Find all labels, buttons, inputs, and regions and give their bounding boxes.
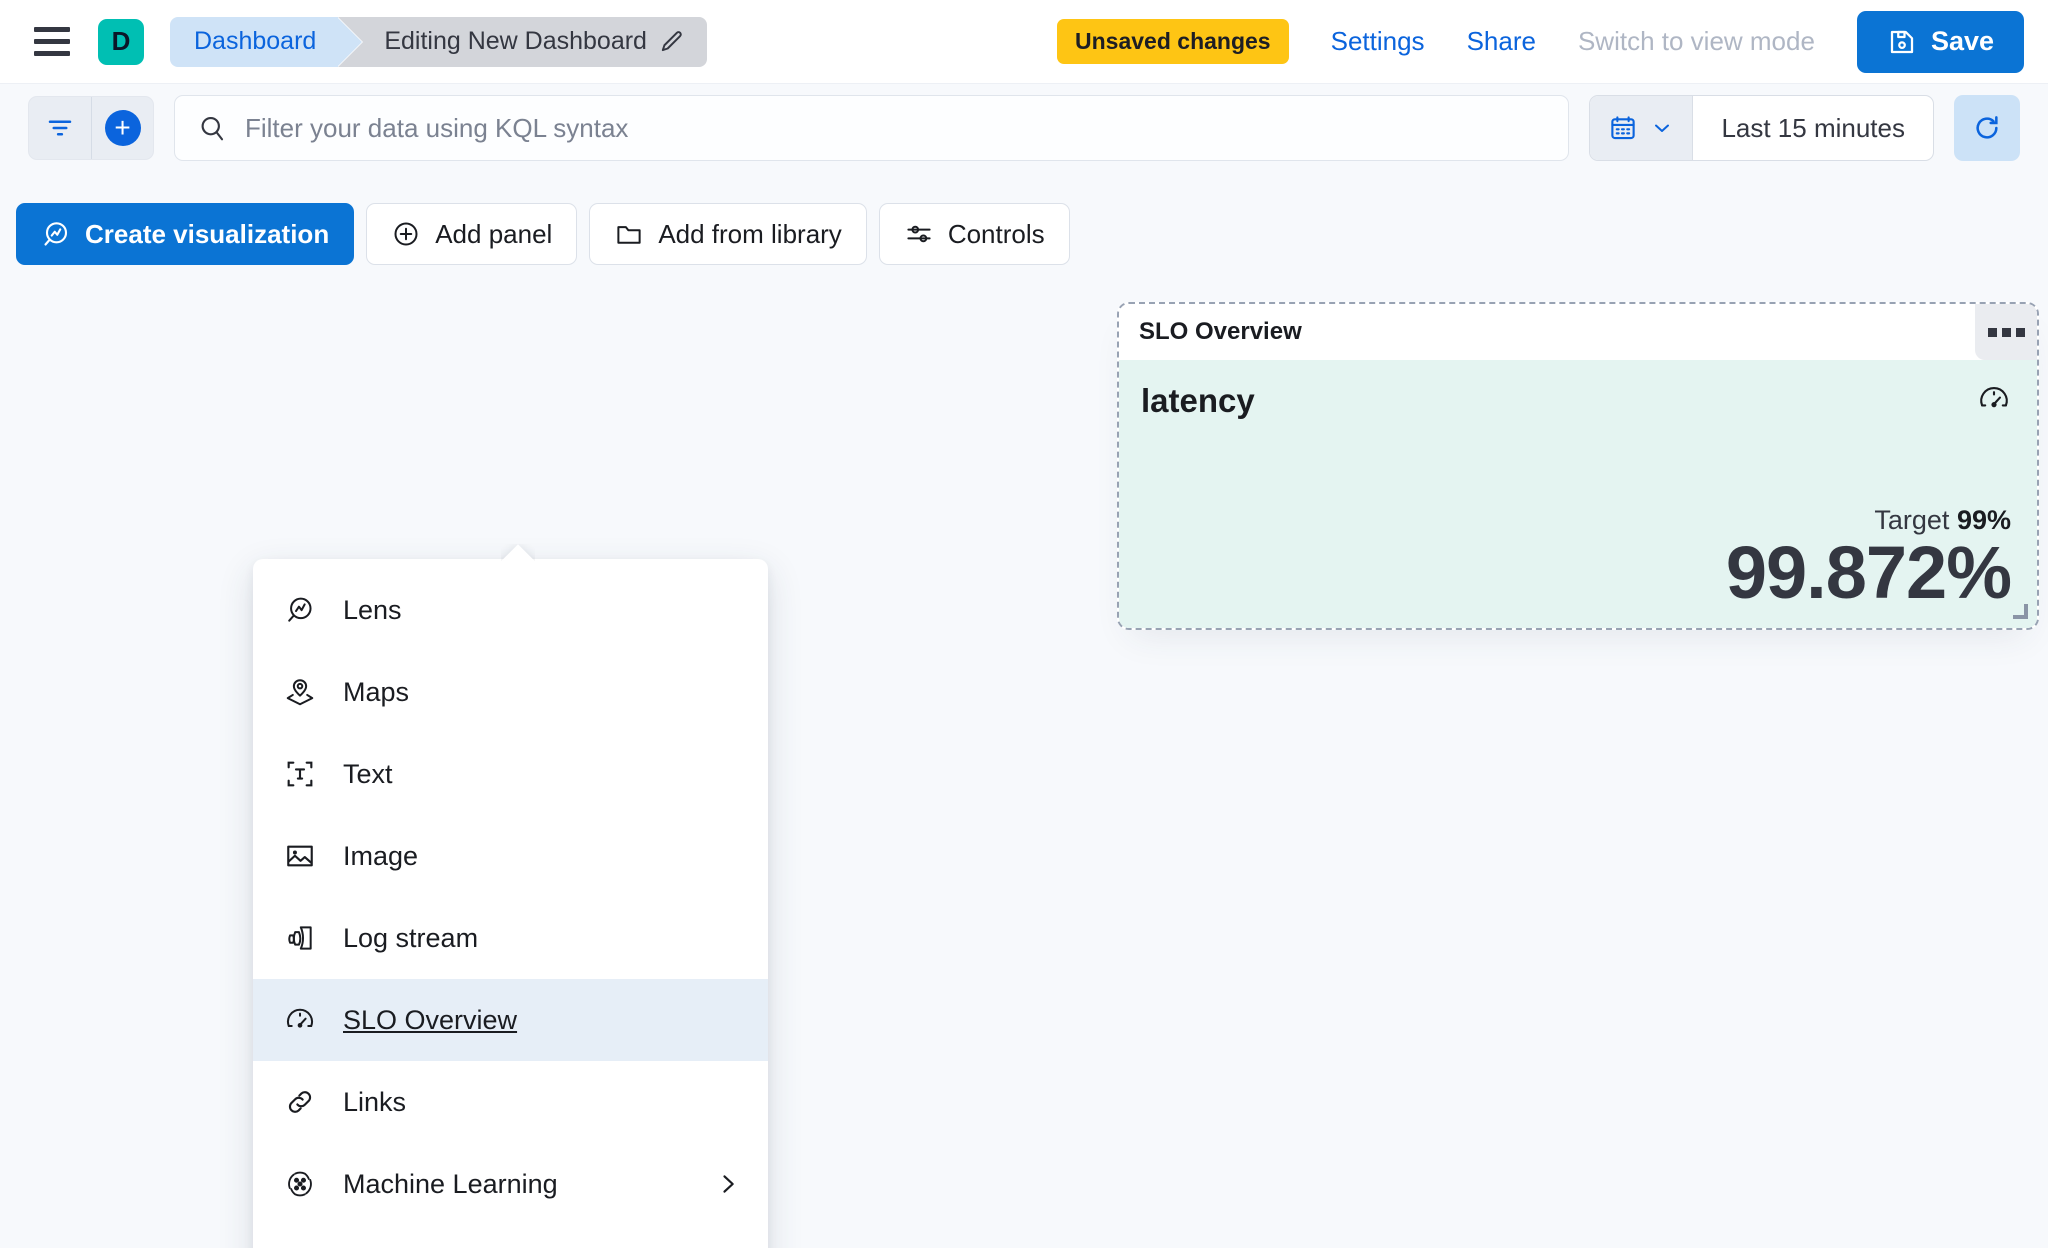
menu-item-machine-learning[interactable]: Machine Learning (253, 1143, 768, 1225)
menu-item-custom-visualization[interactable]: Custom visualization (253, 1225, 768, 1248)
avatar-letter: D (111, 26, 131, 56)
pencil-icon[interactable] (659, 29, 685, 55)
hamburger-menu-icon[interactable] (28, 18, 76, 66)
folder-icon (614, 219, 644, 249)
calendar-icon (1608, 113, 1638, 143)
breadcrumb-current-label: Editing New Dashboard (384, 27, 647, 55)
filter-button-group: + (28, 96, 154, 160)
add-filter-button[interactable]: + (91, 97, 153, 159)
create-visualization-button[interactable]: Create visualization (16, 203, 355, 265)
menu-item-label: Maps (343, 676, 410, 707)
menu-item-text[interactable]: Text (253, 733, 768, 815)
panel-context-menu-button[interactable] (1975, 304, 2037, 360)
slo-metrics: Target 99% 99.872% (1141, 505, 2012, 614)
add-panel-label: Add panel (435, 218, 553, 249)
text-box-icon (283, 757, 317, 791)
edit-toolbar: Create visualization Add panel Add from … (0, 196, 2048, 272)
date-range-picker[interactable]: Last 15 minutes (1589, 95, 1934, 161)
search-icon (197, 113, 227, 143)
refresh-icon (1971, 112, 2003, 144)
query-bar: + (0, 84, 2048, 172)
plus-in-circle-icon (391, 219, 421, 249)
lens-icon (41, 219, 71, 249)
breadcrumb: Dashboard Editing New Dashboard (170, 16, 707, 67)
menu-item-label: Links (343, 1086, 407, 1117)
share-link[interactable]: Share (1466, 26, 1536, 56)
image-icon (283, 839, 317, 873)
menu-item-image[interactable]: Image (253, 815, 768, 897)
dashboard-canvas: SLO Overview latency (0, 272, 2048, 1248)
save-button[interactable]: Save (1856, 10, 2024, 73)
dashboard-panel-slo-overview[interactable]: SLO Overview latency (1117, 302, 2039, 630)
menu-item-maps[interactable]: Maps (253, 651, 768, 733)
plus-circle-icon: + (104, 110, 141, 146)
dots-horizontal-icon (1987, 327, 1997, 337)
avatar[interactable]: D (98, 18, 144, 65)
slo-header-row: latency (1141, 382, 2011, 421)
create-visualization-label: Create visualization (85, 218, 330, 249)
controls-button[interactable]: Controls (878, 203, 1070, 265)
search-bar[interactable] (174, 95, 1570, 161)
floppy-disk-icon (1887, 27, 1917, 57)
menu-item-label: Machine Learning (343, 1168, 558, 1199)
chevron-right-icon (714, 1170, 742, 1198)
gauge-icon (1977, 382, 2011, 421)
slo-sli-value: 99.872% (1725, 531, 2012, 614)
log-stream-icon (283, 921, 317, 955)
slo-overview-body: latency Target 99% (1119, 360, 2037, 628)
menu-item-slo-overview[interactable]: SLO Overview (253, 979, 768, 1061)
refresh-button[interactable] (1954, 95, 2020, 161)
chevron-down-icon (1650, 116, 1674, 140)
slo-target: Target 99% (1141, 505, 2011, 536)
controls-label: Controls (947, 218, 1045, 249)
menu-item-label: Image (343, 840, 419, 871)
add-from-library-label: Add from library (658, 218, 842, 249)
controls-sliders-icon (904, 219, 934, 249)
map-marker-icon (283, 675, 317, 709)
switch-to-view-mode-link[interactable]: Switch to view mode (1577, 26, 1815, 56)
filter-options-icon[interactable] (29, 97, 91, 159)
menu-item-log-stream[interactable]: Log stream (253, 897, 768, 979)
slo-name: latency (1141, 382, 1255, 419)
breadcrumb-item-current[interactable]: Editing New Dashboard (338, 16, 707, 67)
lens-icon (283, 593, 317, 627)
add-from-library-button[interactable]: Add from library (589, 203, 867, 265)
top-navigation-bar: D Dashboard Editing New Dashboard Unsave… (0, 0, 2048, 84)
time-range-label[interactable]: Last 15 minutes (1721, 112, 1905, 143)
save-button-label: Save (1930, 26, 1994, 56)
dots-horizontal-icon (2001, 327, 2011, 337)
add-panel-button[interactable]: Add panel (366, 203, 578, 265)
settings-link[interactable]: Settings (1330, 26, 1425, 56)
slo-target-prefix: Target (1874, 505, 1950, 535)
status-badge-unsaved-changes[interactable]: Unsaved changes (1057, 19, 1289, 64)
search-input[interactable] (245, 112, 1547, 144)
calendar-quick-select-button[interactable] (1590, 96, 1694, 160)
menu-item-label: SLO Overview (343, 1004, 518, 1035)
breadcrumb-dashboard-label: Dashboard (194, 27, 317, 55)
menu-item-label: Text (343, 758, 393, 789)
dots-horizontal-icon (2015, 327, 2025, 337)
popover-arrow (501, 544, 535, 561)
panel-title: SLO Overview (1139, 318, 1302, 345)
menu-item-label: Lens (343, 594, 402, 625)
resize-corner-icon[interactable] (2013, 604, 2028, 619)
breadcrumb-item-dashboard[interactable]: Dashboard (170, 16, 363, 67)
gauge-icon (283, 1003, 317, 1037)
menu-item-links[interactable]: Links (253, 1061, 768, 1143)
menu-item-lens[interactable]: Lens (253, 569, 768, 651)
ml-nodes-icon (283, 1167, 317, 1201)
slo-target-value: 99% (1956, 505, 2011, 535)
link-icon (283, 1085, 317, 1119)
menu-item-label: Log stream (343, 922, 479, 953)
panel-header: SLO Overview (1119, 304, 2037, 360)
